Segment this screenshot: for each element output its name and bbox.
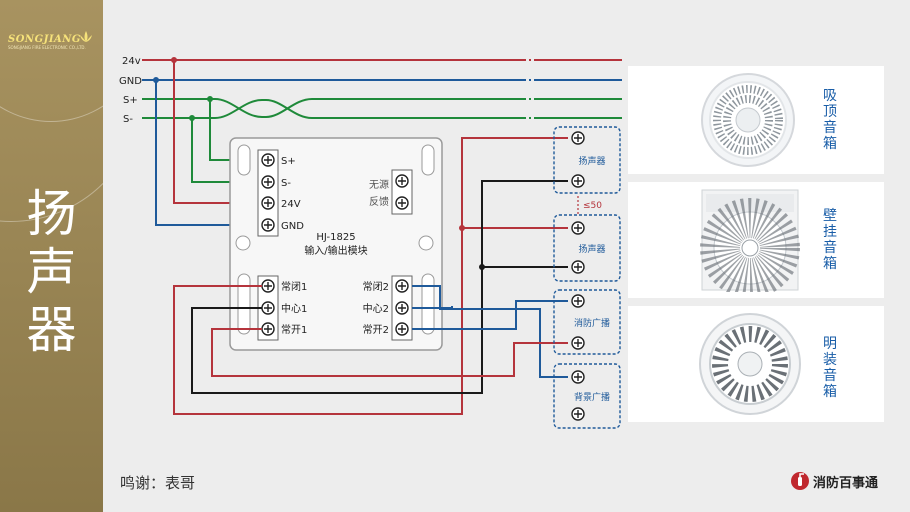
terminal-block-input: S+ S- 24V GND <box>257 149 304 237</box>
screw-terminal-icon <box>395 301 409 315</box>
signal-bus-s-plus <box>142 98 622 118</box>
screw-terminal-icon <box>261 196 275 210</box>
device-label: 扬声器 <box>578 243 605 255</box>
output-wires <box>173 137 568 415</box>
product-card-surface-speaker: 明装音箱 <box>628 306 884 422</box>
device-label: 消防广播 <box>574 317 610 329</box>
surface-speaker-icon <box>699 313 801 415</box>
product-name: 明装音箱 <box>823 336 837 400</box>
screw-terminal-icon <box>261 322 275 336</box>
screw-terminal-icon <box>261 175 275 189</box>
bus-label-gnd: GND <box>119 76 142 87</box>
terminal-block-relay-2: 常闭2 中心2 常开2 <box>363 275 413 341</box>
screw-terminal-icon <box>571 221 585 235</box>
terminal-label: 中心1 <box>281 302 307 315</box>
module-model: HJ-1825 <box>316 232 355 243</box>
product-name: 壁挂音箱 <box>823 208 837 272</box>
bus-label-s-minus: S- <box>123 114 133 125</box>
ceiling-speaker-icon <box>701 73 795 167</box>
terminal-label: 常闭2 <box>363 280 389 293</box>
screw-terminal-icon <box>395 279 409 293</box>
screw-terminal-icon <box>571 260 585 274</box>
bus-label-s-plus: S+ <box>123 95 138 106</box>
screw-terminal-icon <box>571 407 585 421</box>
max-count-note: ≤50 <box>583 201 602 211</box>
screw-terminal-icon <box>261 301 275 315</box>
product-card-ceiling-speaker: 吸顶音箱 <box>628 66 884 174</box>
company-logo-subtitle: SONGJIANG FIRE ELECTRONIC CO.,LTD. <box>8 45 86 50</box>
screw-terminal-icon <box>571 174 585 188</box>
device-speaker-2: 扬声器 <box>553 214 621 282</box>
lotus-logo-icon <box>80 31 92 42</box>
terminal-label: 常闭1 <box>281 280 307 293</box>
device-background-broadcast: 背景广播 <box>553 363 621 429</box>
terminal-label: 常开2 <box>363 323 389 336</box>
screw-terminal-icon <box>261 279 275 293</box>
page-title: 扬 声 器 <box>26 185 77 359</box>
credit-text: 鸣谢：表哥 <box>120 474 196 492</box>
screw-terminal-icon <box>395 174 409 188</box>
screw-terminal-icon <box>395 196 409 210</box>
bus-break-marks <box>524 54 536 124</box>
feedback-label: 反馈 <box>369 195 389 208</box>
device-label: 背景广播 <box>574 391 610 403</box>
screw-terminal-icon <box>571 294 585 308</box>
terminal-label: S- <box>281 178 291 189</box>
fire-extinguisher-icon <box>791 472 809 490</box>
bus-label-24v: 24v <box>122 56 141 67</box>
module-hj-1825: HJ-1825 输入/输出模块 <box>229 137 443 351</box>
screw-terminal-icon <box>571 370 585 384</box>
decor-arc <box>0 0 103 122</box>
device-label: 扬声器 <box>578 155 605 167</box>
product-card-wall-speaker: 壁挂音箱 <box>628 182 884 298</box>
company-logo: SONGJIANG <box>8 34 81 45</box>
wall-speaker-icon <box>700 189 800 292</box>
feedback-label: 无源 <box>369 178 389 191</box>
screw-terminal-icon <box>571 131 585 145</box>
terminal-label: 常开1 <box>281 323 307 336</box>
brand-name: 消防百事通 <box>813 475 879 491</box>
sidebar: SONGJIANG SONGJIANG FIRE ELECTRONIC CO.,… <box>0 0 103 512</box>
screw-terminal-icon <box>571 336 585 350</box>
terminal-label: GND <box>281 221 304 232</box>
brand: 消防百事通 <box>790 470 878 492</box>
screw-terminal-icon <box>261 153 275 167</box>
terminal-label: S+ <box>281 156 296 167</box>
terminal-block-feedback: 无源 反馈 <box>369 169 413 215</box>
device-speaker-1: 扬声器 <box>553 126 621 194</box>
module-description: 输入/输出模块 <box>304 244 367 257</box>
screw-terminal-icon <box>395 322 409 336</box>
product-name: 吸顶音箱 <box>823 88 837 152</box>
terminal-block-relay-1: 常闭1 中心1 常开1 <box>257 275 307 341</box>
screw-terminal-icon <box>261 218 275 232</box>
terminal-label: 24V <box>281 199 301 210</box>
signal-bus-s-minus <box>142 99 622 119</box>
terminal-label: 中心2 <box>363 302 389 315</box>
device-fire-broadcast: 消防广播 <box>553 289 621 355</box>
